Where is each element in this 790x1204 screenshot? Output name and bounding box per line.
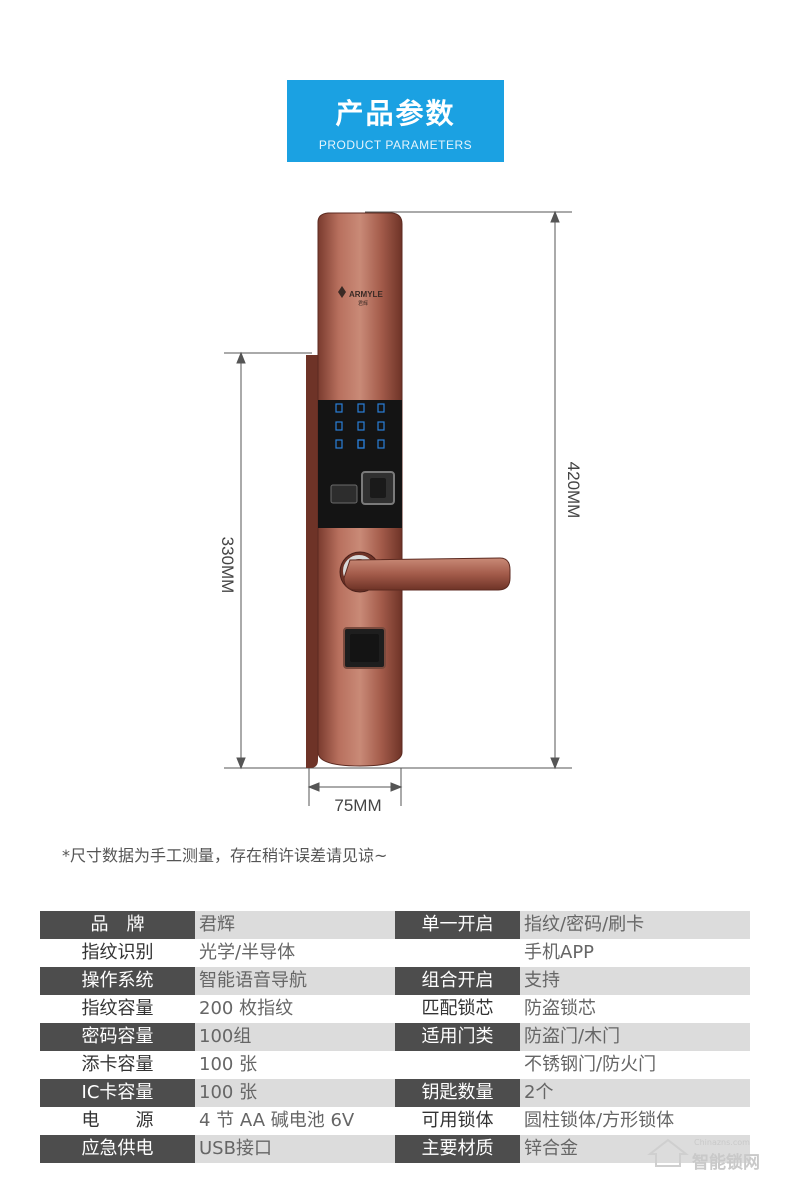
param-label bbox=[395, 939, 520, 967]
param-value: 锌合金 bbox=[520, 1135, 750, 1163]
header-title: 产品参数 bbox=[335, 97, 456, 130]
param-value: 不锈钢门/防火门 bbox=[524, 1054, 657, 1075]
param-label bbox=[395, 1051, 520, 1079]
table-row: 指纹识别 光学/半导体 手机APP bbox=[40, 939, 750, 967]
dimension-lines bbox=[224, 210, 572, 806]
card-reader-slot bbox=[330, 484, 358, 504]
param-value: 圆柱锁体/方形锁体 bbox=[524, 1110, 675, 1131]
param-label: 品 牌 bbox=[40, 911, 195, 939]
param-label: 单一开启 bbox=[395, 911, 520, 939]
param-value: 君辉 bbox=[195, 911, 395, 939]
param-label: 组合开启 bbox=[395, 967, 520, 995]
param-label: 指纹识别 bbox=[81, 942, 154, 963]
keypad-digits bbox=[335, 403, 385, 449]
param-label: 密码容量 bbox=[40, 1023, 195, 1051]
dimension-height-panel: 420MM bbox=[564, 462, 583, 519]
table-row: 电 源 4 节 AA 碱电池 6V 可用锁体 圆柱锁体/方形锁体 bbox=[40, 1107, 750, 1135]
parameters-table: 品 牌君辉单一开启指纹/密码/刷卡指纹识别 光学/半导体 手机APP 操作系统智能语音… bbox=[40, 911, 750, 1163]
param-label: 电 源 bbox=[81, 1110, 154, 1131]
watermark-text: 智能锁网 bbox=[692, 1153, 760, 1173]
param-value: 指纹/密码/刷卡 bbox=[520, 911, 750, 939]
dimension-height-handle: 330MM bbox=[218, 537, 237, 594]
brand-logo-icon bbox=[338, 286, 346, 298]
table-row: 品 牌君辉单一开启指纹/密码/刷卡 bbox=[40, 911, 750, 939]
watermark-url: Chinazns.com bbox=[694, 1138, 750, 1147]
param-value: USB接口 bbox=[195, 1135, 395, 1163]
param-value: 防盗门/木门 bbox=[520, 1023, 750, 1051]
param-value: 手机APP bbox=[524, 942, 595, 963]
param-label: 添卡容量 bbox=[81, 1054, 154, 1075]
param-value: 防盗锁芯 bbox=[524, 998, 596, 1019]
brand-logo-text: ARMYLE bbox=[349, 290, 383, 299]
header-subtitle: PRODUCT PARAMETERS bbox=[318, 138, 473, 152]
param-value: 100 张 bbox=[195, 1079, 395, 1107]
measurement-note: *尺寸数据为手工测量，存在稍许误差请见谅~ bbox=[62, 846, 388, 865]
param-label: IC卡容量 bbox=[40, 1079, 195, 1107]
param-value: 100 张 bbox=[199, 1054, 258, 1075]
param-label: 主要材质 bbox=[395, 1135, 520, 1163]
param-value: 支持 bbox=[520, 967, 750, 995]
keypad-lower-keys bbox=[357, 439, 365, 449]
watermark: Chinazns.com 智能锁网 bbox=[646, 1134, 766, 1173]
param-label: 应急供电 bbox=[40, 1135, 195, 1163]
param-value: 4 节 AA 碱电池 6V bbox=[199, 1110, 355, 1131]
table-row: 指纹容量 200 枚指纹 匹配锁芯 防盗锁芯 bbox=[40, 995, 750, 1023]
keypad-screen bbox=[318, 400, 402, 528]
table-row: 操作系统智能语音导航组合开启支持 bbox=[40, 967, 750, 995]
brand-logo: ARMYLE 君辉 bbox=[338, 286, 383, 307]
param-label: 指纹容量 bbox=[81, 998, 154, 1019]
param-label: 可用锁体 bbox=[421, 1110, 494, 1131]
param-label: 适用门类 bbox=[395, 1023, 520, 1051]
door-handle bbox=[343, 557, 511, 591]
dimension-width: 75MM bbox=[334, 796, 381, 815]
param-value: 100组 bbox=[195, 1023, 395, 1051]
watermark-icon bbox=[647, 1138, 689, 1167]
param-value: 光学/半导体 bbox=[199, 942, 296, 963]
param-value: 2个 bbox=[520, 1079, 750, 1107]
param-label: 匹配锁芯 bbox=[421, 998, 494, 1019]
param-label: 操作系统 bbox=[40, 967, 195, 995]
brand-logo-subtext: 君辉 bbox=[358, 300, 368, 307]
param-value: 智能语音导航 bbox=[195, 967, 395, 995]
lock-back-plate bbox=[306, 355, 318, 768]
table-row: 添卡容量 100 张 不锈钢门/防火门 bbox=[40, 1051, 750, 1079]
lock-dimension-diagram: 420MM 330MM 75MM ARMYLE 君辉 bbox=[218, 210, 583, 815]
header-banner: 产品参数 PRODUCT PARAMETERS bbox=[287, 80, 504, 162]
param-label: 钥匙数量 bbox=[395, 1079, 520, 1107]
param-value: 200 枚指纹 bbox=[199, 998, 294, 1019]
